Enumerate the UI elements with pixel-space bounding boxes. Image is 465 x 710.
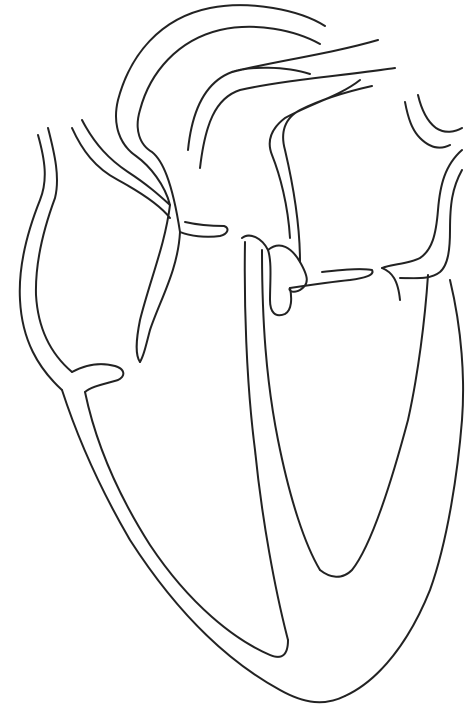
right-ventricle-inner <box>85 392 288 657</box>
aortic-valve-leaflet <box>180 222 227 237</box>
pulmonary-artery-lower <box>200 68 395 168</box>
pulmonary-vein-d <box>418 95 462 132</box>
right-ventricle-outer <box>62 390 345 702</box>
mitral-leaflet <box>290 269 373 288</box>
mitral-valve-lower <box>268 246 307 292</box>
left-ventricle-inner-wall <box>320 275 428 577</box>
vena-cava-outer <box>20 135 62 390</box>
aortic-arch-outer <box>116 5 325 205</box>
mitral-valve-upper <box>242 236 291 316</box>
branch-upper-left-a <box>72 128 170 218</box>
pulmonary-vein-c <box>405 102 450 148</box>
aortic-root-left <box>137 205 170 362</box>
left-ventricle-lower <box>382 268 400 300</box>
pulmonary-branch <box>232 68 310 74</box>
tricuspid-valve <box>72 364 123 392</box>
pulmonary-vein-b <box>270 80 360 238</box>
vena-cava-inner <box>36 128 72 372</box>
left-ventricle-outer-wall <box>345 280 463 696</box>
septum-left <box>245 242 288 640</box>
